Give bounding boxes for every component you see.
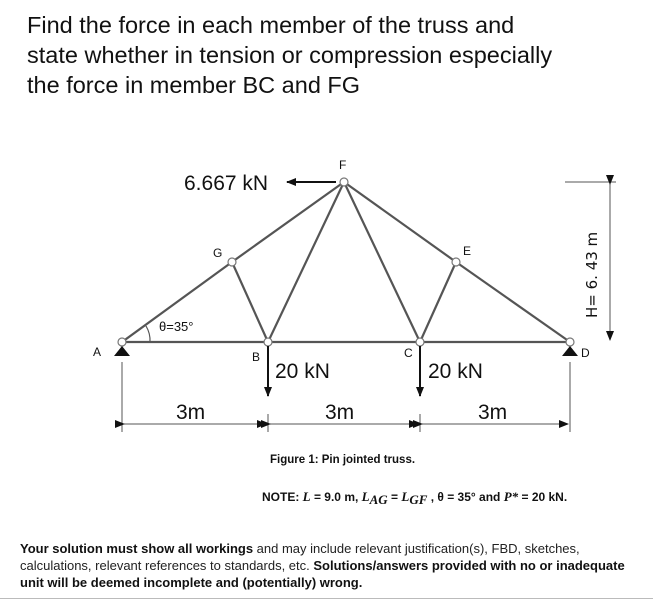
height-label: H= 6. 43 m <box>583 232 601 318</box>
instructions-text: and may include relevant justification(s… <box>20 541 580 573</box>
span-label-2: 3m <box>325 401 354 424</box>
span-label-3: 3m <box>478 401 507 424</box>
span-label-1: 3m <box>176 401 205 424</box>
joint-C <box>415 337 425 347</box>
node-label-F: F <box>339 158 346 172</box>
member-GF <box>231 181 345 263</box>
joint-D <box>565 337 575 347</box>
joint-B <box>263 337 273 347</box>
node-label-C: C <box>404 346 413 360</box>
member-CE <box>418 261 458 343</box>
instructions-bold-2: Solutions/answers provided with no or in… <box>20 558 625 590</box>
node-label-G: G <box>213 246 222 260</box>
member-FE <box>343 181 457 263</box>
question-line-2: state whether in tension or compression … <box>27 42 553 68</box>
joint-G <box>227 257 237 267</box>
truss-members <box>121 181 571 344</box>
member-BF <box>267 181 345 343</box>
note-L-GF: L <box>401 489 410 504</box>
note-eq1: = 9.0 m, <box>310 490 362 504</box>
note-P: P* <box>503 489 519 504</box>
load-C-label: 20 kN <box>428 360 483 383</box>
angle-arc <box>145 325 151 343</box>
joint-E <box>451 257 461 267</box>
member-CF <box>343 181 421 343</box>
note-L-AG-sub: AG <box>369 492 388 508</box>
node-label-E: E <box>463 244 471 258</box>
note-eq2: = <box>387 490 402 504</box>
load-B-label: 20 kN <box>275 360 330 383</box>
note-L-GF-sub: GF <box>409 492 428 508</box>
support-D-icon <box>562 346 578 356</box>
bottom-divider <box>0 598 653 599</box>
joint-A <box>117 337 127 347</box>
question-text: Find the force in each member of the tru… <box>27 10 637 100</box>
node-label-D: D <box>581 346 590 360</box>
note-prefix: NOTE: <box>262 490 303 504</box>
member-BG <box>230 261 270 343</box>
member-AG <box>121 261 233 343</box>
note-L-AG: L <box>361 489 370 504</box>
instructions: Your solution must show all workings and… <box>20 540 640 591</box>
applied-force-label: 6.667 kN <box>184 172 268 195</box>
support-A-icon <box>114 346 130 356</box>
note-eq3: , θ = 35° and <box>427 490 504 504</box>
node-label-A: A <box>93 345 101 359</box>
figure-note: NOTE: L = 9.0 m, LAG = LGF , θ = 35° and… <box>262 489 567 508</box>
member-ED <box>455 261 571 343</box>
node-label-B: B <box>252 350 260 364</box>
angle-label: θ=35° <box>159 319 193 334</box>
note-L: L <box>302 489 311 504</box>
note-eq4: = 20 kN. <box>518 490 568 504</box>
joint-F <box>339 177 349 187</box>
figure-caption: Figure 1: Pin jointed truss. <box>270 454 416 466</box>
question-line-1: Find the force in each member of the tru… <box>27 12 515 38</box>
instructions-bold-1: Your solution must show all workings <box>20 541 254 556</box>
question-line-3: the force in member BC and FG <box>27 72 361 98</box>
